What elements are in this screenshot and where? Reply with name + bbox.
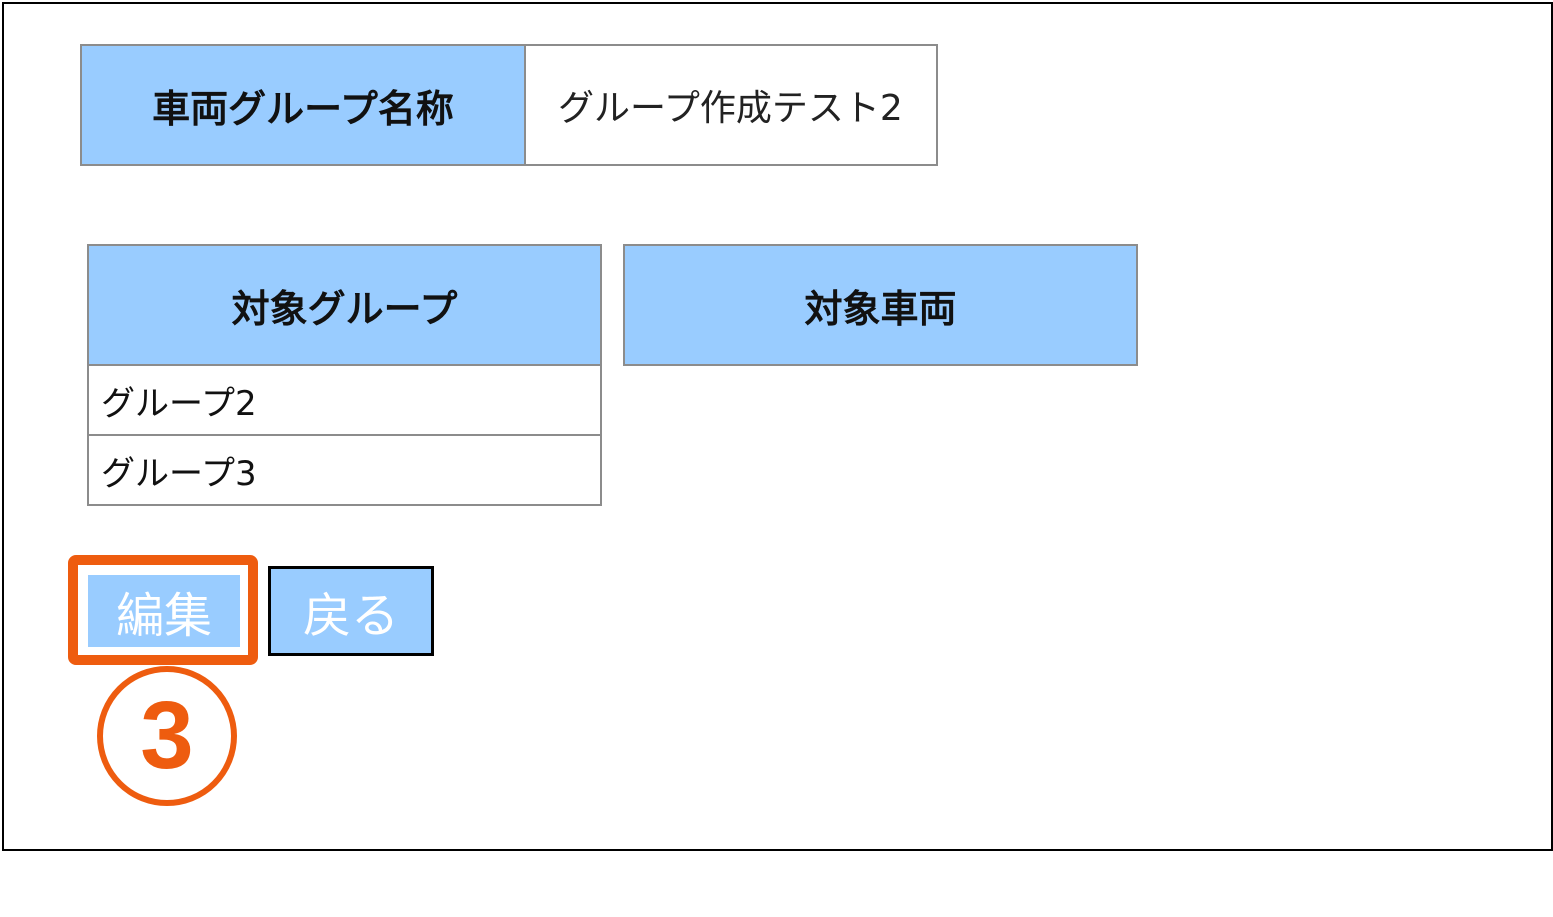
target-group-table: 対象グループ グループ2 グループ3 xyxy=(87,244,602,506)
edit-button[interactable]: 編集 xyxy=(88,575,240,647)
content-frame: 車両グループ名称 グループ作成テスト2 対象グループ グループ2 グループ3 対… xyxy=(2,2,1553,851)
edit-button-highlight xyxy=(68,555,258,665)
target-vehicle-header: 対象車両 xyxy=(623,244,1138,366)
group-name-label: 車両グループ名称 xyxy=(80,44,526,166)
target-group-header: 対象グループ xyxy=(87,244,602,366)
target-group-cell: グループ2 xyxy=(87,364,602,436)
table-row: グループ2 xyxy=(87,364,602,436)
group-name-row: 車両グループ名称 グループ作成テスト2 xyxy=(80,44,938,166)
group-name-table: 車両グループ名称 グループ作成テスト2 xyxy=(80,44,938,166)
target-group-cell: グループ3 xyxy=(87,434,602,506)
group-name-value: グループ作成テスト2 xyxy=(524,44,938,166)
back-button[interactable]: 戻る xyxy=(268,566,434,656)
table-row: グループ3 xyxy=(87,434,602,506)
step-number-badge: 3 xyxy=(97,666,237,806)
